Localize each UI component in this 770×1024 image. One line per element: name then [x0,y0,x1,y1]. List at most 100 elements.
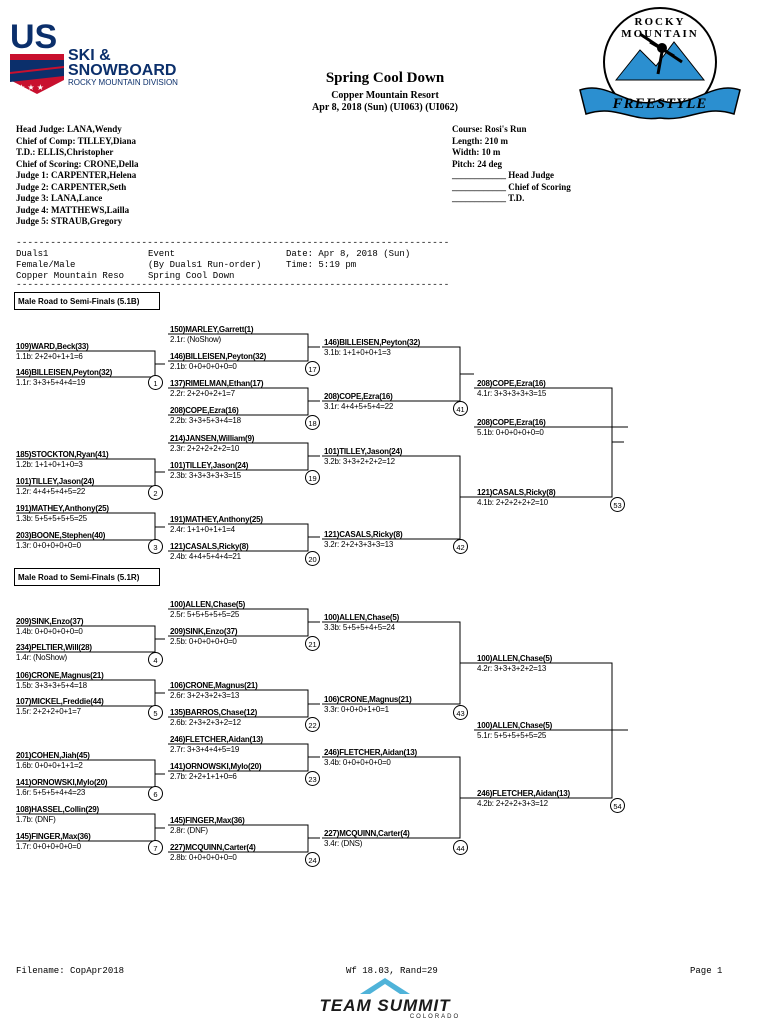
heat-number-circle: 42 [453,539,468,554]
brand-text: TEAM SUMMIT [319,996,451,1015]
bracket-entry: 209)SINK,Enzo(37)2.5b: 0+0+0+0+0=0 [170,627,237,647]
official-line: Judge 3: LANA,Lance [16,193,103,203]
bracket-entry: 137)RIMELMAN,Ethan(17)2.2r: 2+2+0+2+1=7 [170,379,264,399]
run-score: 1.1b: 2+2+0+1+1=6 [16,352,83,361]
athlete-name: 100)ALLEN,Chase(5) [477,721,553,730]
run-score: 1.3b: 5+5+5+5+5=25 [16,514,87,523]
athlete-name: 227)MCQUINN,Carter(4) [170,843,256,852]
officials-right: Course: Rosi's Run Length: 210 m Width: … [452,124,571,205]
run-score: 1.1r: 3+3+5+4+4=19 [16,378,86,387]
athlete-name: 234)PELTIER,Will(28) [16,643,92,652]
bracket-entry: 101)TILLEY,Jason(24)2.3b: 3+3+3+3+3=15 [170,461,248,481]
bracket-entry: 227)MCQUINN,Carter(4)2.8b: 0+0+0+0+0=0 [170,843,256,863]
athlete-name: 100)ALLEN,Chase(5) [170,600,246,609]
run-score: 4.1r: 3+3+3+3+3=15 [477,389,547,398]
page-title: Spring Cool Down [325,70,445,86]
athlete-name: 150)MARLEY,Garrett(1) [170,325,254,334]
bracket-entry: 101)TILLEY,Jason(24)1.2r: 4+4+5+4+5=22 [16,477,94,497]
official-line: T.D.: ELLIS,Christopher [16,147,114,157]
bracket-entry: 121)CASALS,Ricky(8)4.1b: 2+2+2+2+2=10 [477,488,556,508]
athlete-name: 101)TILLEY,Jason(24) [170,461,249,470]
bracket-entry: 106)CRONE,Magnus(21)1.5b: 3+3+3+5+4=18 [16,671,104,691]
athlete-name: 209)SINK,Enzo(37) [16,617,84,626]
run-score: 3.1r: 4+4+5+5+4=22 [324,402,394,411]
run-score: 1.5b: 3+3+3+5+4=18 [16,681,87,690]
bracket-entry: 246)FLETCHER,Aidan(13)3.4b: 0+0+0+0+0=0 [324,748,417,768]
heat-number-circle: 3 [148,539,163,554]
athlete-name: 203)BOONE,Stephen(40) [16,531,106,540]
official-line: Judge 2: CARPENTER,Seth [16,181,127,192]
course-line: Course: Rosi's Run [452,124,527,134]
athlete-name: 191)MATHEY,Anthony(25) [16,504,109,513]
run-score: 3.2b: 3+3+2+2+2=12 [324,457,395,466]
official-line: Judge 5: STRAUB,Gregory [16,216,123,226]
bracket-entry: 106)CRONE,Magnus(21)3.3r: 0+0+0+1+0=1 [324,695,412,715]
athlete-name: 208)COPE,Ezra(16) [477,379,546,388]
athlete-name: 227)MCQUINN,Carter(4) [324,829,410,838]
bracket-entry: 100)ALLEN,Chase(5)3.3b: 5+5+5+4+5=24 [324,613,399,633]
logo-text-snowboard: SNOWBOARD [68,62,177,79]
course-line: Pitch: 24 deg [452,158,502,169]
athlete-name: 141)ORNOWSKI,Mylo(20) [170,762,262,771]
team-summit-logo: TEAM SUMMIT COLORADO [290,974,480,1022]
bracket-entry: 185)STOCKTON,Ryan(41)1.2b: 1+1+0+1+0=3 [16,450,109,470]
heat-number-circle: 5 [148,705,163,720]
athlete-name: 146)BILLEISEN,Peyton(32) [324,338,421,347]
heat-number-circle: 43 [453,705,468,720]
event-info: Female/Male [16,260,76,270]
run-score: 2.1r: (NoShow) [170,335,221,344]
course-line: Length: 210 m [452,135,508,146]
svg-text:★ ★ ★: ★ ★ ★ [18,83,44,92]
heat-number-circle: 20 [305,551,320,566]
heat-number-circle: 1 [148,375,163,390]
event-info: (By Duals1 Run-order) [148,260,262,270]
heat-number-circle: 4 [148,652,163,667]
athlete-name: 100)ALLEN,Chase(5) [477,654,553,663]
run-score: 2.4r: 1+1+0+1+1=4 [170,525,235,534]
run-score: 2.3r: 2+2+2+2+2=10 [170,444,240,453]
athlete-name: 246)FLETCHER,Aidan(13) [324,748,417,757]
heat-number-circle: 24 [305,852,320,867]
bracket-entry: 150)MARLEY,Garrett(1)2.1r: (NoShow) [170,325,254,345]
run-score: 1.4r: (NoShow) [16,653,67,662]
event-info: Duals1 [16,249,49,259]
run-score: 3.1b: 1+1+0+0+1=3 [324,348,391,357]
heat-number-circle: 22 [305,717,320,732]
run-score: 4.2r: 3+3+3+2+2=13 [477,664,547,673]
run-score: 5.1r: 5+5+5+5+5=25 [477,731,547,740]
venue: Copper Mountain Resort [331,90,439,101]
run-score: 2.5b: 0+0+0+0+0=0 [170,637,237,646]
athlete-name: 208)COPE,Ezra(16) [324,392,393,401]
athlete-name: 191)MATHEY,Anthony(25) [170,515,263,524]
bracket-entry: 141)ORNOWSKI,Mylo(20)1.6r: 5+5+5+4+4=23 [16,778,108,798]
heat-number-circle: 44 [453,840,468,855]
bracket-entry: 208)COPE,Ezra(16)2.2b: 3+3+5+3+4=18 [170,406,241,426]
bracket-entry: 214)JANSEN,William(9)2.3r: 2+2+2+2+2=10 [170,434,254,454]
event-col-1: Duals1 Female/Male Copper Mountain Reso [16,249,124,282]
official-line: Chief of Comp: TILLEY,Diana [16,135,137,146]
heat-number-circle: 18 [305,415,320,430]
athlete-name: 109)WARD,Beck(33) [16,342,89,351]
run-score: 1.7r: 0+0+0+0+0=0 [16,842,81,851]
athlete-name: 185)STOCKTON,Ryan(41) [16,450,109,459]
athlete-name: 145)FINGER,Max(36) [170,816,245,825]
bracket-entry: 246)FLETCHER,Aidan(13)4.2b: 2+2+2+3+3=12 [477,789,570,809]
bracket-entry: 145)FINGER,Max(36)2.8r: (DNF) [170,816,245,836]
bracket-entry: 146)BILLEISEN,Peyton(32)3.1b: 1+1+0+0+1=… [324,338,420,358]
athlete-name: 108)HASSEL,Collin(29) [16,805,99,814]
athlete-name: 214)JANSEN,William(9) [170,434,255,443]
athlete-name: 106)CRONE,Magnus(21) [170,681,258,690]
event-col-3: Date: Apr 8, 2018 (Sun) Time: 5:19 pm [286,249,410,271]
event-info: Event [148,249,176,259]
bracket-entry: 100)ALLEN,Chase(5)2.5r: 5+5+5+5+5=25 [170,600,245,620]
bracket-entry: 146)BILLEISEN,Peyton(32)1.1r: 3+3+5+4+4=… [16,368,112,388]
us-ski-snowboard-logo: US ★ ★ ★ SKI & SNOWBOARD ROCKY MOUNTAIN … [8,18,208,98]
bracket-entry: 121)CASALS,Ricky(8)3.2r: 2+2+3+3+3=13 [324,530,403,550]
event-date-line: Apr 8, 2018 (Sun) (UI063) (UI062) [312,102,458,113]
event-col-2: Event (By Duals1 Run-order) Spring Cool … [148,249,261,282]
heat-number-circle: 21 [305,636,320,651]
run-score: 3.2r: 2+2+3+3+3=13 [324,540,394,549]
athlete-name: 208)COPE,Ezra(16) [477,418,546,427]
bracket-entry: 109)WARD,Beck(33)1.1b: 2+2+0+1+1=6 [16,342,89,362]
